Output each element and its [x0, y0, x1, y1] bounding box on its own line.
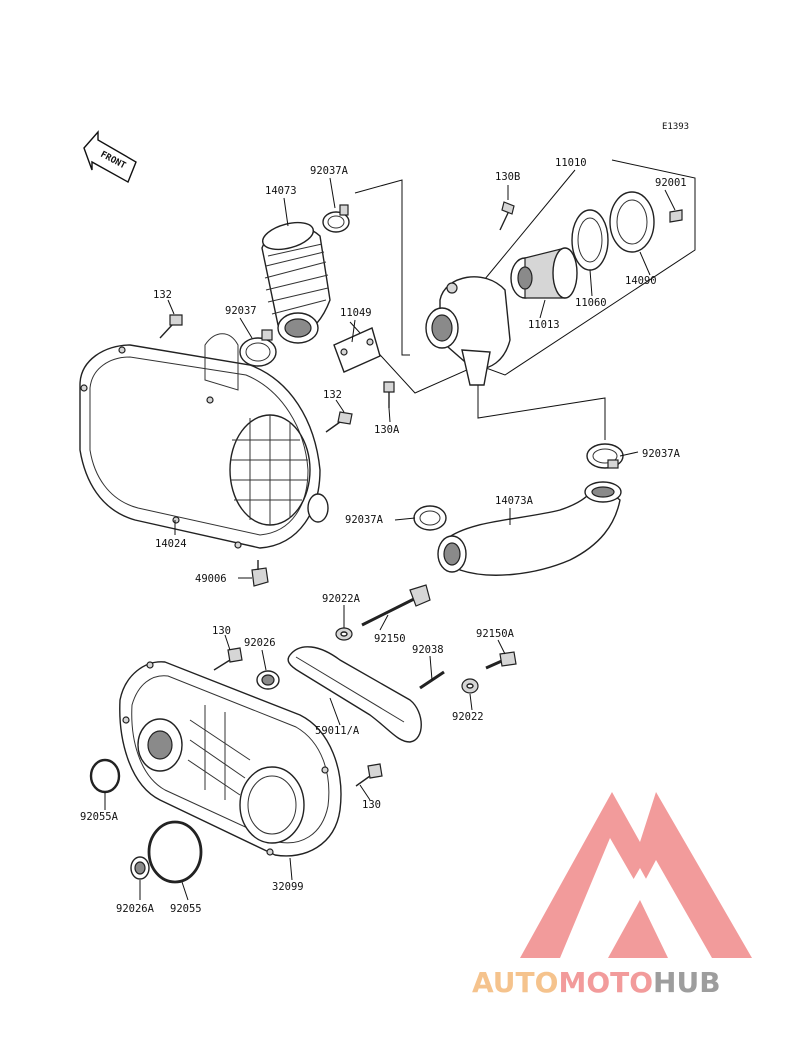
- label-14024: 14024: [155, 538, 187, 550]
- label-92038: 92038: [412, 644, 444, 656]
- inner-cover-32099: [119, 661, 342, 857]
- cap-14090: [609, 191, 655, 253]
- label-14090: 14090: [625, 275, 657, 287]
- bolt-130-right: [355, 763, 383, 787]
- watermark-logo: AUTOMOTOHUB: [472, 792, 752, 999]
- label-130B: 130B: [495, 171, 520, 183]
- bolt-130-top: [213, 647, 243, 671]
- part-labels: 92037A 14073 130B 11010 92001 14090 1106…: [80, 157, 687, 915]
- label-32099: 32099: [272, 881, 304, 893]
- seal-92026: [256, 670, 280, 690]
- bolt-130A: [383, 381, 395, 408]
- label-11049: 11049: [340, 307, 372, 319]
- watermark-moto: MOTO: [558, 966, 653, 999]
- bolt-132-top: [159, 314, 183, 339]
- o-ring-92055: [147, 820, 203, 884]
- label-14073: 14073: [265, 185, 297, 197]
- air-cleaner-case: [425, 276, 511, 386]
- washer-92022A: [335, 627, 353, 641]
- gasket-11060: [571, 209, 609, 271]
- bolt-132-mid: [325, 411, 353, 433]
- duct-14073A: [437, 481, 622, 576]
- intake-duct-14073: [261, 221, 331, 344]
- label-92022A: 92022A: [322, 593, 361, 605]
- label-92026A: 92026A: [116, 903, 155, 915]
- label-49006: 49006: [195, 573, 227, 585]
- bracket-lower: [477, 380, 606, 440]
- bracket-11049: [333, 327, 381, 373]
- label-92150A: 92150A: [476, 628, 515, 640]
- label-92055: 92055: [170, 903, 202, 915]
- washer-92022: [461, 678, 479, 694]
- filter-element-11013: [510, 247, 578, 299]
- label-11010: 11010: [555, 157, 587, 169]
- bolt-92001: [669, 209, 683, 223]
- label-92026: 92026: [244, 637, 276, 649]
- bolt-130B: [499, 201, 515, 231]
- label-92037: 92037: [225, 305, 257, 317]
- front-arrow-icon: FRONT: [83, 130, 137, 183]
- reference-code: E1393: [662, 122, 689, 132]
- watermark-hub: HUB: [653, 966, 721, 999]
- cover-grille: [229, 414, 311, 526]
- assembly-outline: [349, 159, 696, 394]
- leader-lines: [104, 177, 676, 901]
- label-14073A: 14073A: [495, 495, 534, 507]
- label-92037A-top: 92037A: [310, 165, 349, 177]
- watermark-text: AUTOMOTOHUB: [472, 966, 721, 999]
- part-49006: [251, 560, 269, 587]
- watermark-auto: AUTO: [472, 966, 558, 999]
- label-130A: 130A: [374, 424, 400, 436]
- clamp-92037A-top: [322, 204, 350, 233]
- label-92001: 92001: [655, 177, 687, 189]
- label-92037A-right: 92037A: [642, 448, 681, 460]
- bolt-92150A: [485, 651, 517, 670]
- clamp-92037: [239, 329, 277, 367]
- clamp-92037A-mid: [413, 505, 447, 531]
- outer-cover-14024: [79, 333, 329, 549]
- seal-92026A: [130, 856, 150, 880]
- label-130-right: 130: [362, 799, 381, 811]
- o-ring-92055A: [89, 758, 121, 794]
- label-92022: 92022: [452, 711, 484, 723]
- label-11060: 11060: [575, 297, 607, 309]
- drive-belt-59011A: [287, 646, 422, 743]
- label-92037A-mid: 92037A: [345, 514, 384, 526]
- label-59011A: 59011/A: [315, 725, 360, 737]
- bracket-line: [354, 179, 410, 356]
- bolt-92150: [361, 584, 431, 627]
- label-92055A: 92055A: [80, 811, 119, 823]
- label-132-mid: 132: [323, 389, 342, 401]
- label-130-top: 130: [212, 625, 231, 637]
- label-132-top: 132: [153, 289, 172, 301]
- clamp-92037A-right: [586, 443, 624, 469]
- leader-11010: [479, 169, 576, 286]
- label-11013: 11013: [528, 319, 560, 331]
- label-92150: 92150: [374, 633, 406, 645]
